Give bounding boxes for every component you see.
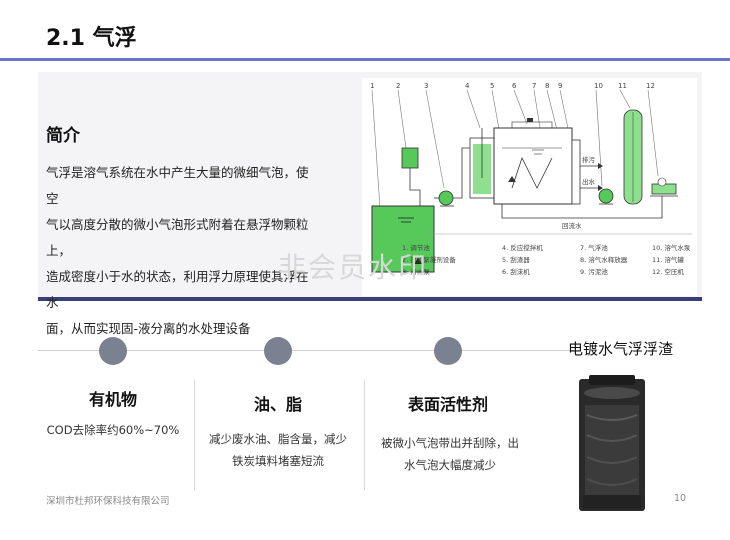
diagram-label-outlet: 出水 xyxy=(582,177,596,186)
diagram-number: 11 xyxy=(618,82,627,90)
diagram-number: 4 xyxy=(465,82,470,90)
legend-item: 5. 刮渣器 xyxy=(502,255,530,264)
diagram-number: 3 xyxy=(424,82,428,90)
legend-item: 7. 气浮池 xyxy=(580,243,608,252)
feature-separator xyxy=(194,380,195,490)
feature-line: 铁炭填料堵塞短流 xyxy=(232,454,324,468)
legend-item: 11. 溶气罐 xyxy=(652,255,684,264)
diagram-number: 5 xyxy=(490,82,494,90)
watermark: 非会员水印 xyxy=(278,251,429,284)
feature-text: 被微小气泡带出并刮除，出 水气泡大幅度减少 xyxy=(372,432,528,476)
diagram-number: 7 xyxy=(532,82,536,90)
intro-line: 面，从而实现固-液分离的水处理设备 xyxy=(46,321,251,336)
feature-title: 有机物 xyxy=(88,390,137,409)
page-number: 10 xyxy=(674,493,687,504)
timeline-dot xyxy=(434,337,462,365)
diagram-number: 2 xyxy=(396,82,400,90)
timeline-dot xyxy=(99,337,127,365)
intro-line: 气浮是溶气系统在水中产生大量的微细气泡，使空 xyxy=(46,165,309,206)
diagram-number: 12 xyxy=(646,82,655,90)
legend-item: 9. 污泥池 xyxy=(580,267,608,276)
legend-item: 3. 污水泵 xyxy=(402,267,430,276)
legend-item: 10. 溶气水泵 xyxy=(652,243,691,252)
legend-item: 8. 溶气水释放器 xyxy=(580,255,628,264)
footer-company: 深圳市杜邦环保科技有限公司 xyxy=(46,496,170,507)
legend-item: 2. 投加絮凝剂设备 xyxy=(402,255,456,264)
title-divider xyxy=(0,58,730,61)
feature-text: 减少废水油、脂含量，减少 铁炭填料堵塞短流 xyxy=(202,428,354,472)
flotation-scum-photo xyxy=(575,375,649,513)
slide-title: 2.1 气浮 xyxy=(46,26,137,51)
feature-title: 油、脂 xyxy=(253,395,302,414)
diagram-number: 8 xyxy=(545,82,549,90)
legend-item: 4. 反应搅拌机 xyxy=(502,243,543,252)
diagram-legend: 1. 调节池 2. 投加絮凝剂设备 3. 污水泵 4. 反应搅拌机 5. 刮渣器… xyxy=(402,243,691,276)
air-flotation-process-diagram: 1 2 3 4 5 6 7 8 9 10 11 12 xyxy=(362,78,697,296)
diagram-label-drain: 排污 xyxy=(582,155,596,164)
diagram-number: 10 xyxy=(594,82,603,90)
feature-line: 水气泡大幅度减少 xyxy=(404,458,496,472)
legend-item: 12. 空压机 xyxy=(652,267,684,276)
feature-line: COD去除率约60%~70% xyxy=(46,423,180,437)
legend-item: 6. 刮沫机 xyxy=(502,267,530,276)
diagram-number: 6 xyxy=(512,82,517,90)
diagram-number: 9 xyxy=(558,82,562,90)
intro-line: 气以高度分散的微小气泡形式附着在悬浮物颗粒上， xyxy=(46,217,309,258)
feature-timeline xyxy=(38,350,574,351)
feature-line: 减少废水油、脂含量，减少 xyxy=(209,432,347,446)
feature-separator xyxy=(364,380,365,490)
feature-title: 表面活性剂 xyxy=(407,395,488,414)
diagram-number: 1 xyxy=(370,82,374,90)
intro-body: 气浮是溶气系统在水中产生大量的微细气泡，使空 气以高度分散的微小气泡形式附着在悬… xyxy=(46,160,316,342)
feature-text: COD去除率约60%~70% xyxy=(38,419,188,441)
intro-bottom-rule xyxy=(38,297,702,301)
feature-line: 被微小气泡带出并刮除，出 xyxy=(381,436,519,450)
photo-caption: 电镀水气浮浮渣 xyxy=(568,340,674,358)
intro-heading: 简介 xyxy=(46,126,80,146)
intro-line: 造成密度小于水的状态，利用浮力原理使其浮在水 xyxy=(46,269,309,310)
timeline-dot xyxy=(264,337,292,365)
legend-item: 1. 调节池 xyxy=(402,243,430,252)
diagram-label-recycle-water: 回流水 xyxy=(562,221,582,230)
